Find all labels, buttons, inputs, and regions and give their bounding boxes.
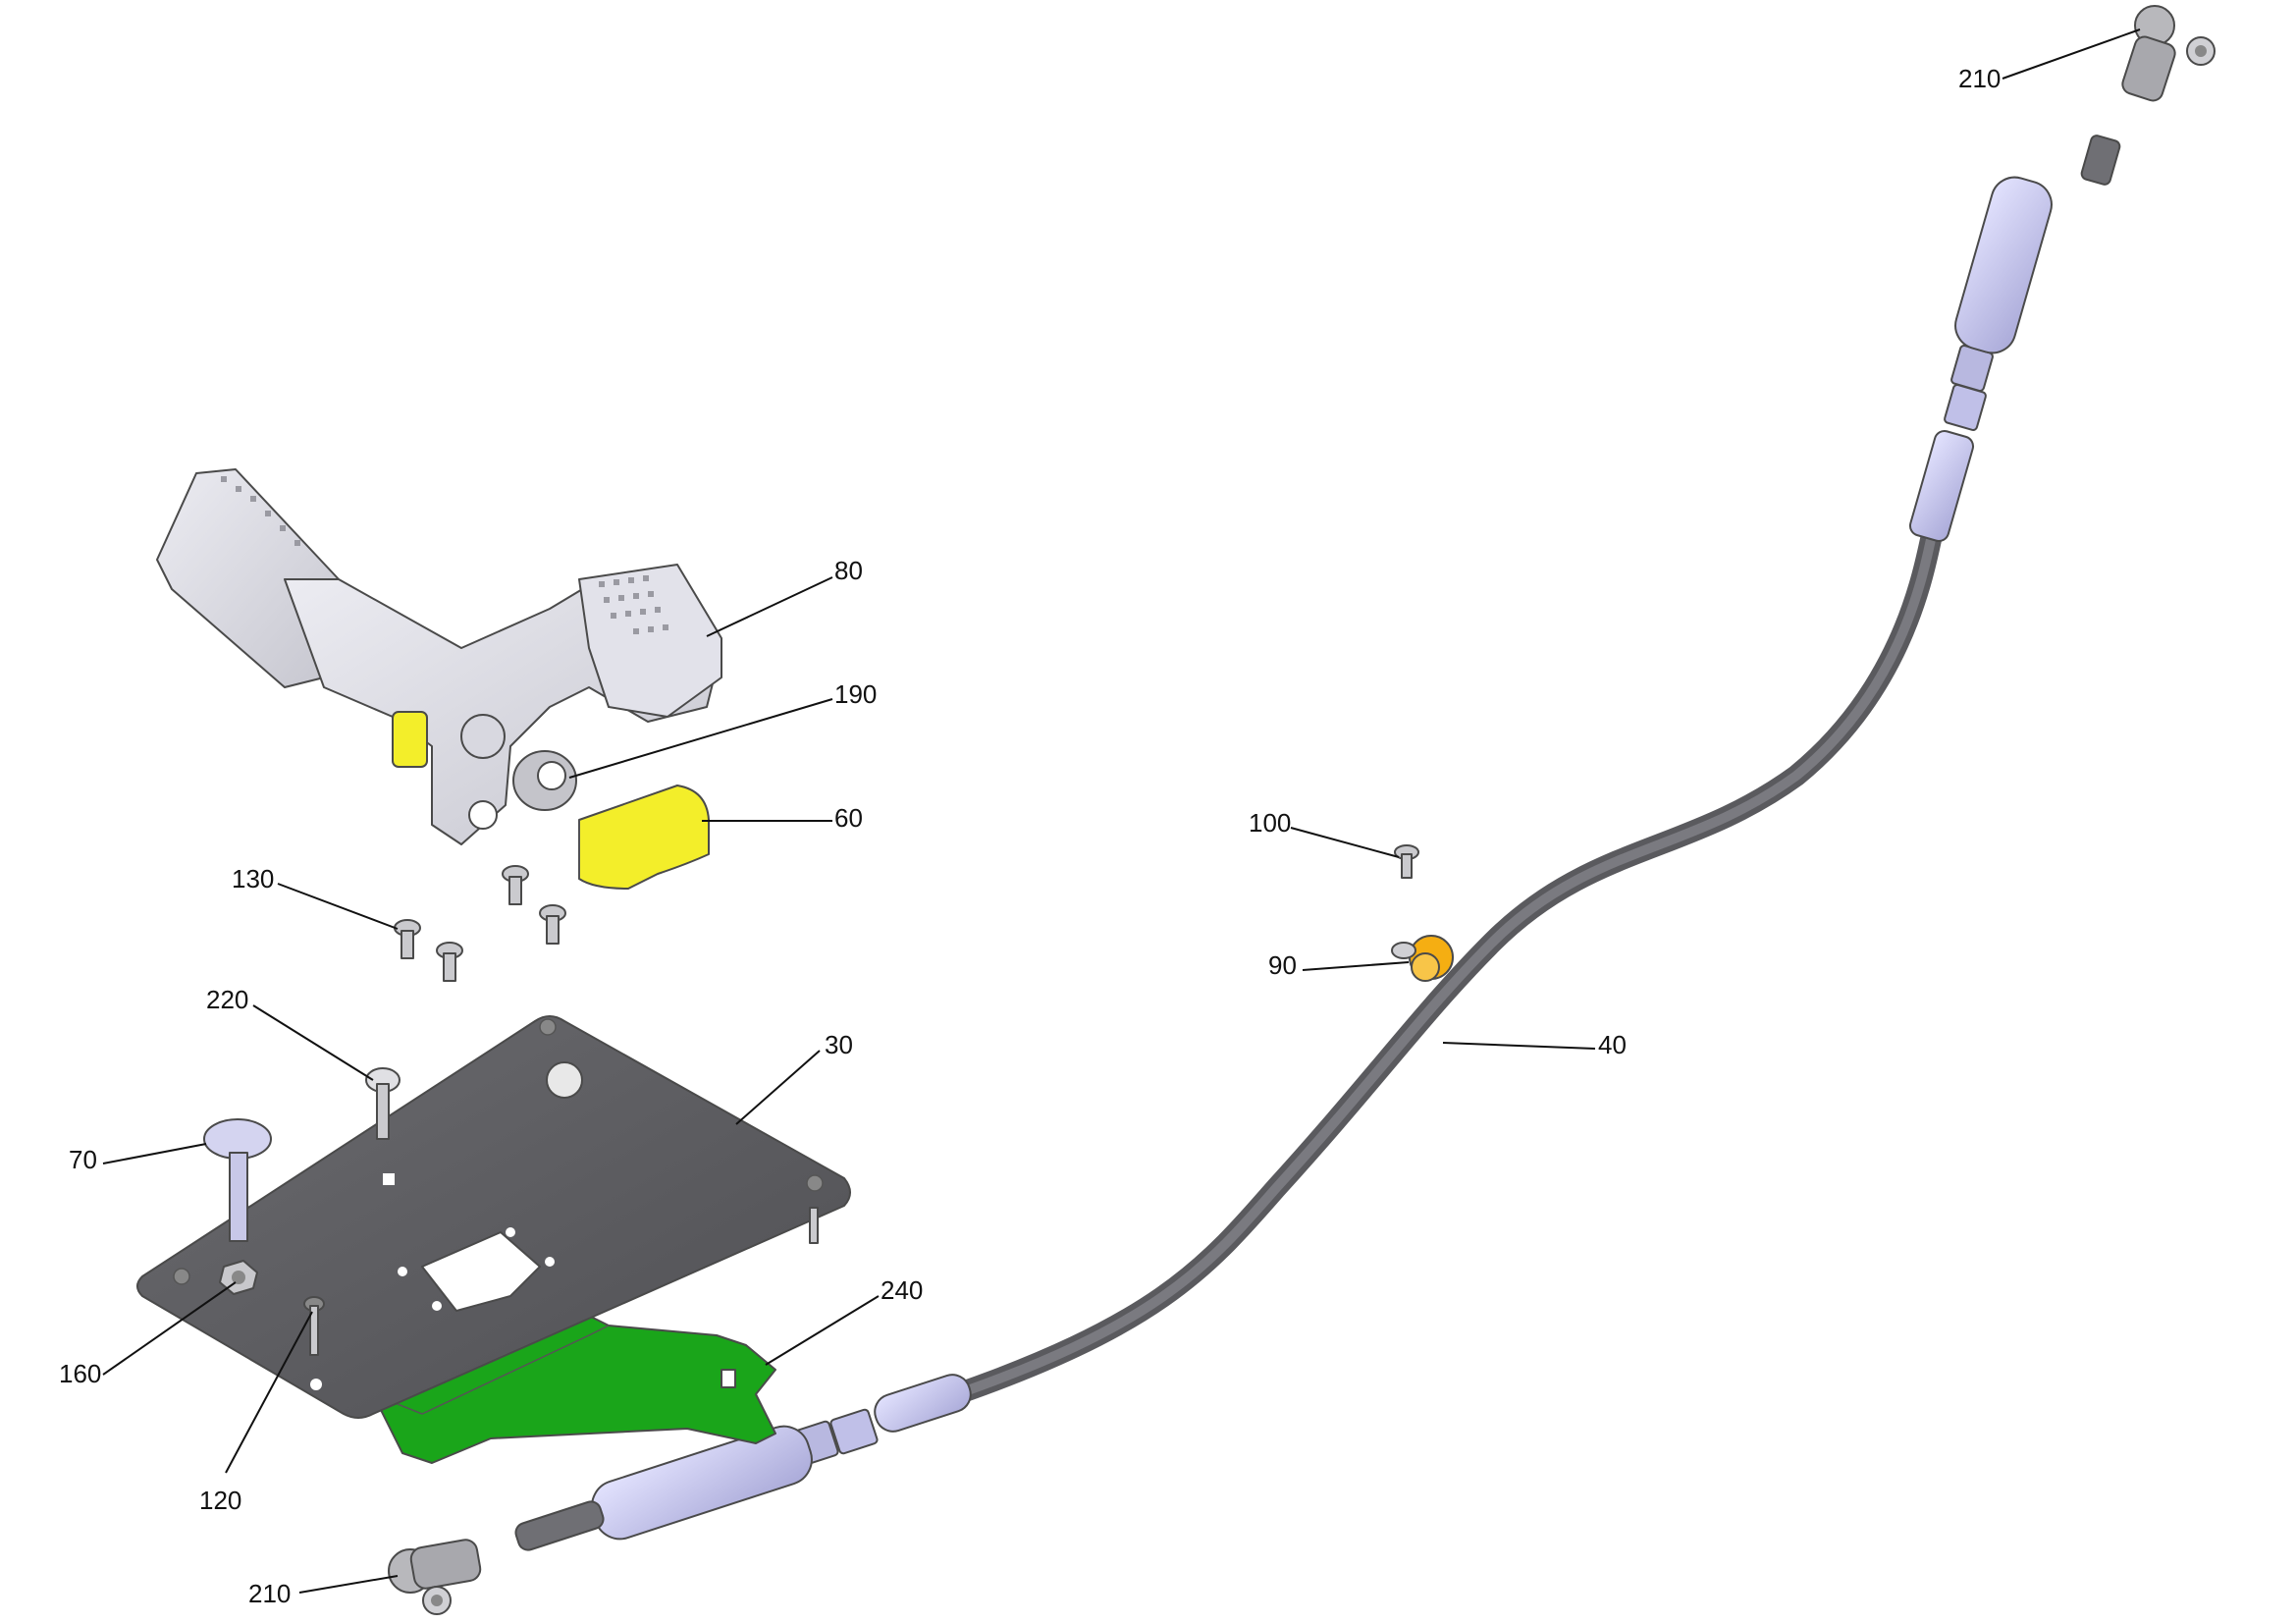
callout-210-top: 210	[1958, 64, 2001, 93]
callout-130: 130	[232, 864, 274, 893]
callout-190: 190	[834, 679, 877, 709]
screw	[394, 919, 421, 959]
screw	[539, 904, 566, 945]
ball-joint-top	[2121, 5, 2216, 102]
shift-cable	[514, 135, 2121, 1551]
callout-120: 120	[199, 1486, 241, 1515]
ball-joint-bottom	[388, 1539, 482, 1615]
clip-screw	[1394, 844, 1419, 879]
callout-160: 160	[59, 1359, 101, 1388]
callout-30: 30	[825, 1030, 853, 1059]
pedal-stop-block	[578, 785, 710, 890]
cable-clip	[1391, 935, 1454, 982]
cable-lower-end-fitting	[514, 1374, 972, 1551]
plate-pin	[809, 1207, 819, 1244]
callout-220: 220	[206, 985, 248, 1014]
callout-labels: 210 80 190 60 100 130 90 220 30 40 70 24…	[59, 64, 2001, 1608]
plate-stud	[303, 1296, 325, 1356]
callout-210-bottom: 210	[248, 1579, 291, 1608]
stud	[365, 1067, 400, 1140]
callout-100: 100	[1249, 808, 1291, 838]
callout-80: 80	[834, 556, 863, 585]
callout-40: 40	[1598, 1030, 1627, 1059]
callout-240: 240	[881, 1275, 923, 1305]
mushroom-pin	[203, 1118, 272, 1242]
screw	[502, 865, 529, 905]
cable-upper-end-fitting	[1908, 135, 2121, 543]
screw	[436, 942, 463, 982]
callout-60: 60	[834, 803, 863, 833]
bushing	[512, 750, 577, 811]
leader-lines	[102, 28, 2141, 1594]
pedal-tread-pattern	[599, 575, 668, 634]
screws-set	[394, 865, 566, 982]
callout-90: 90	[1268, 950, 1297, 980]
pedal-arm	[156, 468, 722, 845]
callout-70: 70	[69, 1145, 97, 1174]
